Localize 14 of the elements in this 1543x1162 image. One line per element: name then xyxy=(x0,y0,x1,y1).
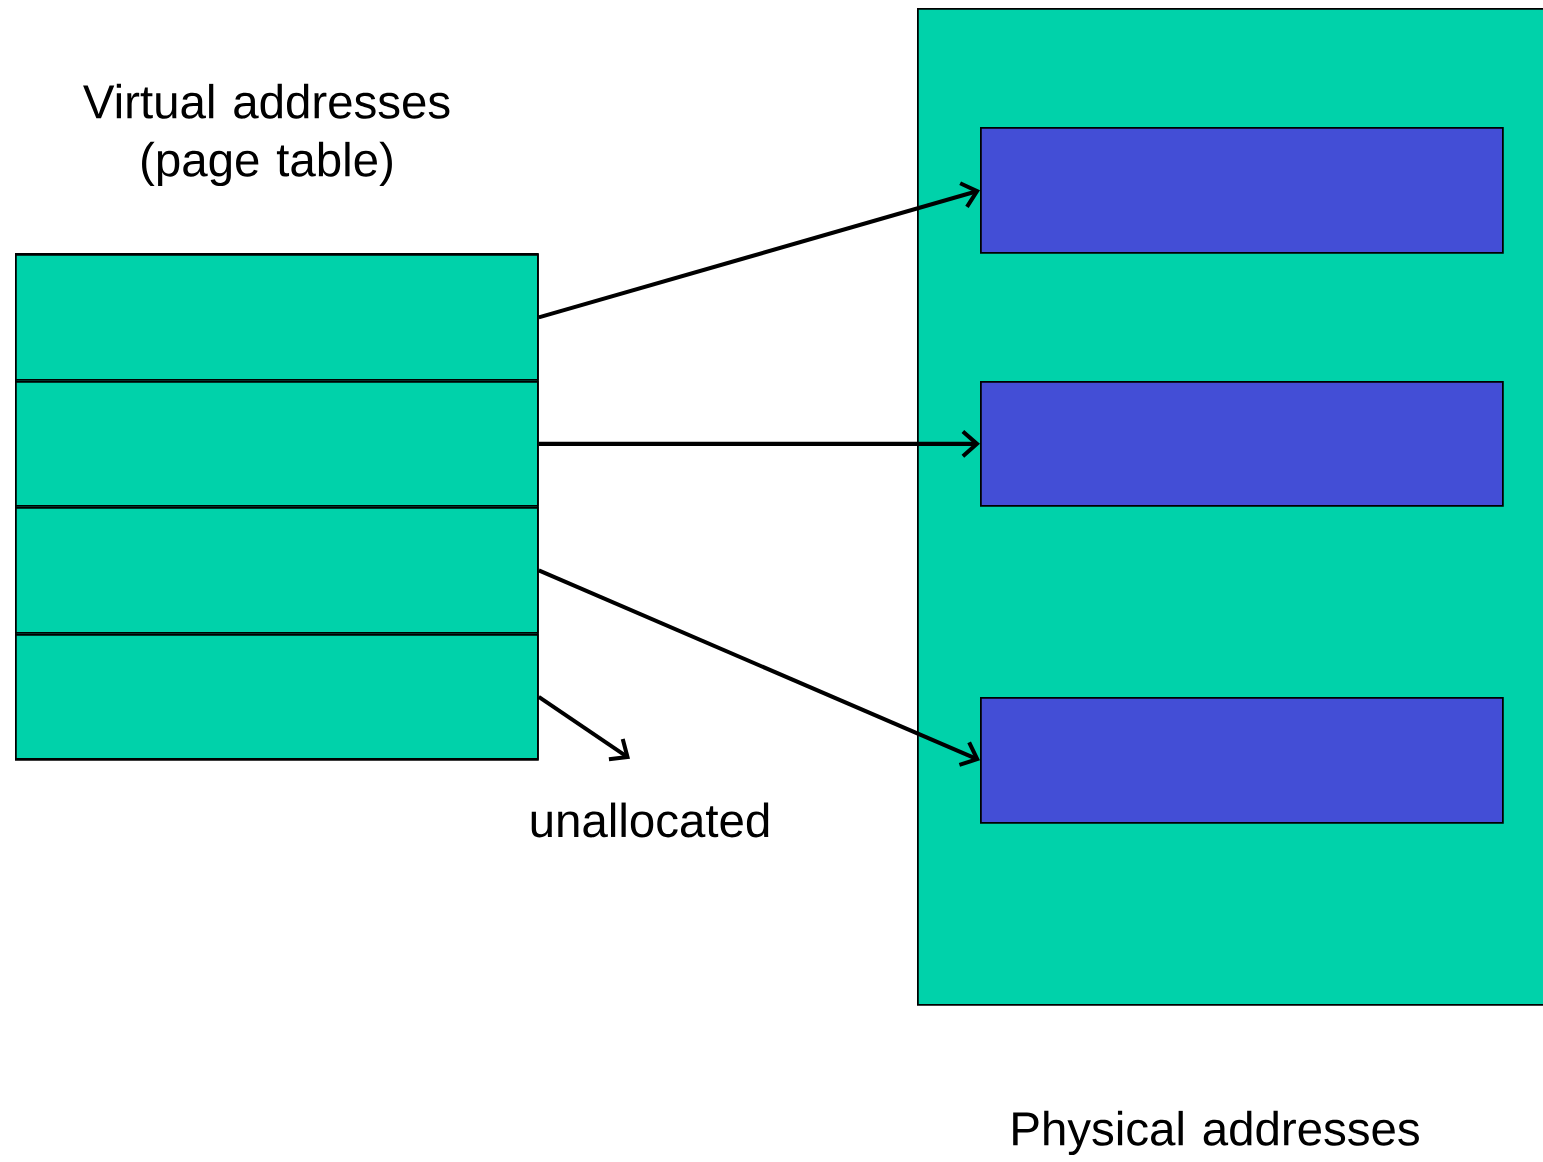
table-row xyxy=(15,254,539,381)
arrow xyxy=(538,430,980,458)
heading: Virtual addresses (page table) xyxy=(83,83,450,187)
arrow xyxy=(537,568,980,767)
table-row xyxy=(15,381,539,507)
table-row xyxy=(15,507,539,634)
arrow xyxy=(538,181,980,320)
table-row xyxy=(15,634,539,760)
label-text: unallocated xyxy=(531,802,769,838)
memory-region xyxy=(980,381,1504,507)
arrow xyxy=(537,695,630,762)
memory-region xyxy=(980,697,1504,824)
memory-region xyxy=(980,127,1504,254)
heading: Physical addresses xyxy=(1013,1110,1419,1156)
